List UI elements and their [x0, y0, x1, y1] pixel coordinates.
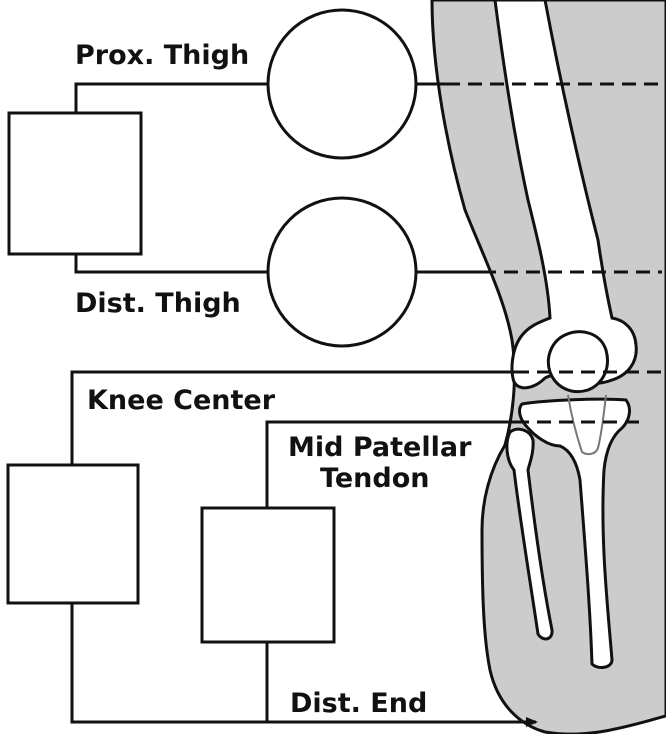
knee-center-label: Knee Center — [87, 387, 275, 414]
dist-box-connector — [76, 254, 268, 272]
dist-thigh-label: Dist. Thigh — [75, 290, 241, 317]
mid-patellar-label-line2: Tendon — [320, 465, 429, 492]
prox-thigh-label: Prox. Thigh — [75, 42, 249, 69]
dist-end-label: Dist. End — [290, 690, 427, 717]
knee-measurement-box — [8, 465, 138, 603]
patellar-measurement-box — [202, 508, 334, 642]
dist-thigh-circle — [268, 198, 416, 346]
patella-bone — [548, 332, 607, 392]
mid-patellar-label-line1: Mid Patellar — [288, 434, 471, 461]
thigh-measurement-box — [9, 113, 141, 254]
prox-thigh-circle — [268, 10, 416, 158]
prox-box-connector — [76, 84, 268, 113]
